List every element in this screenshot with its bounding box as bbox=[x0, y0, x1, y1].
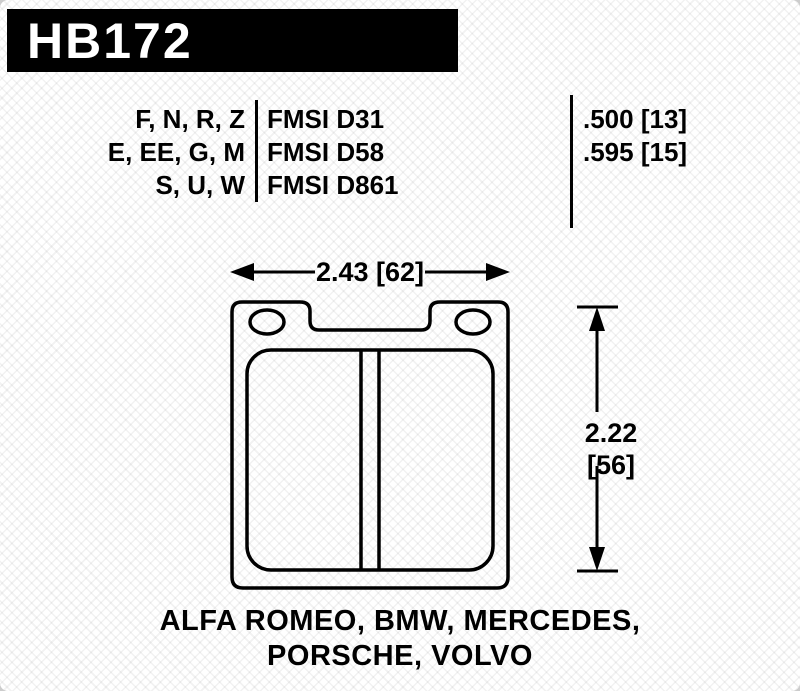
compound-codes-row-2: E, EE, G, M bbox=[107, 137, 245, 167]
pad-thickness-column: .500 [13] .595 [15] bbox=[583, 103, 687, 169]
table-divider-left bbox=[255, 100, 258, 202]
fmsi-numbers-column: FMSI D31 FMSI D58 FMSI D861 bbox=[267, 103, 399, 202]
applications-line-1: ALFA ROMEO, BMW, MERCEDES, bbox=[159, 605, 641, 637]
fmsi-number-row-1: FMSI D31 bbox=[267, 104, 385, 134]
compound-codes-row-1: F, N, R, Z bbox=[135, 104, 245, 134]
height-arrowhead-bottom-icon bbox=[589, 547, 605, 571]
pad-outer-outline bbox=[230, 300, 510, 590]
table-divider-right bbox=[570, 95, 573, 228]
height-dimension-label-mm: [56] bbox=[587, 450, 635, 480]
part-number-banner: HB172 bbox=[7, 9, 458, 72]
width-arrowhead-right-icon bbox=[486, 263, 510, 281]
pad-inner-outline bbox=[245, 348, 495, 572]
height-dimension-label-inches: 2.22 bbox=[585, 418, 638, 448]
part-number: HB172 bbox=[27, 12, 193, 69]
width-arrowhead-left-icon bbox=[230, 263, 254, 281]
width-dimension-label: 2.43 [62] bbox=[316, 257, 424, 287]
mounting-hole-left bbox=[248, 308, 286, 336]
mounting-hole-right bbox=[454, 308, 492, 336]
height-arrowhead-top-icon bbox=[589, 307, 605, 331]
pad-thickness-row-2: .595 [15] bbox=[583, 137, 688, 167]
pad-technical-drawing: 2.43 [62] 2.22 [56] bbox=[230, 257, 638, 590]
fmsi-number-row-2: FMSI D58 bbox=[267, 137, 385, 167]
vehicle-applications: ALFA ROMEO, BMW, MERCEDES, PORSCHE, VOLV… bbox=[0, 604, 800, 674]
applications-line-2: PORSCHE, VOLVO bbox=[267, 640, 533, 672]
pad-thickness-row-1: .500 [13] bbox=[583, 104, 688, 134]
compound-codes-row-3: S, U, W bbox=[155, 170, 245, 200]
compound-codes-column: F, N, R, Z E, EE, G, M S, U, W bbox=[40, 103, 245, 202]
fmsi-number-row-3: FMSI D861 bbox=[267, 170, 399, 200]
